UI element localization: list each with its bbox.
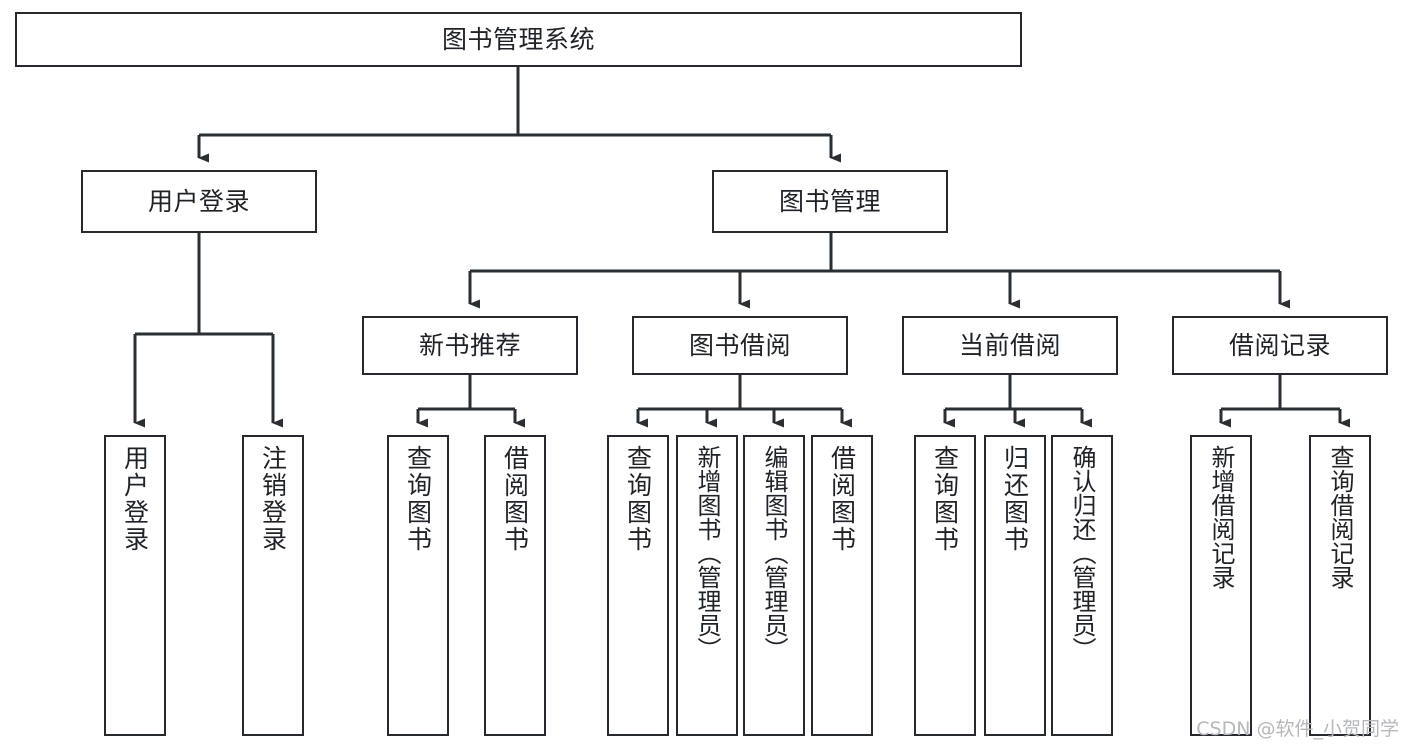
node-current-borrow[interactable]: 当前借阅 (902, 316, 1118, 375)
node-label: 图书管理 (778, 187, 881, 216)
node-book-management[interactable]: 图书管理 (712, 170, 948, 233)
leaf-query-borrow-record[interactable]: 查询借阅记录 (1309, 435, 1371, 736)
node-label: 借阅记录 (1228, 331, 1331, 360)
node-root-system[interactable]: 图书管理系统 (15, 12, 1022, 67)
node-label: 新增图书（管理员） (693, 445, 721, 661)
leaf-borrow-book[interactable]: 借阅图书 (811, 435, 873, 736)
node-label: 新增借阅记录 (1207, 445, 1235, 589)
node-label: 查询图书 (623, 445, 653, 553)
leaf-add-book-admin[interactable]: 新增图书（管理员） (676, 435, 738, 736)
node-label: 查询图书 (403, 445, 433, 553)
node-borrow-records[interactable]: 借阅记录 (1172, 316, 1388, 375)
leaf-edit-book-admin[interactable]: 编辑图书（管理员） (743, 435, 805, 736)
node-label: 图书管理系统 (441, 25, 595, 54)
leaf-user-login[interactable]: 用户登录 (104, 435, 166, 736)
node-label: 注销登录 (258, 445, 288, 553)
node-label: 编辑图书（管理员） (760, 445, 788, 661)
node-new-book-recommend[interactable]: 新书推荐 (362, 316, 578, 375)
node-label: 归还图书 (1000, 445, 1030, 553)
leaf-confirm-return-admin[interactable]: 确认归还（管理员） (1051, 435, 1113, 736)
node-label: 图书借阅 (688, 331, 791, 360)
leaf-borrow-book-newbook[interactable]: 借阅图书 (484, 435, 546, 736)
node-label: 借阅图书 (827, 445, 857, 553)
node-label: 确认归还（管理员） (1068, 445, 1096, 661)
leaf-add-borrow-record[interactable]: 新增借阅记录 (1190, 435, 1252, 736)
node-label: 用户登录 (147, 187, 250, 216)
node-user-login[interactable]: 用户登录 (81, 170, 317, 233)
node-book-borrow[interactable]: 图书借阅 (632, 316, 848, 375)
leaf-return-book[interactable]: 归还图书 (984, 435, 1046, 736)
node-label: 查询图书 (930, 445, 960, 553)
node-label: 当前借阅 (958, 331, 1061, 360)
node-label: 新书推荐 (418, 331, 521, 360)
leaf-query-book-newbook[interactable]: 查询图书 (387, 435, 449, 736)
leaf-query-book-borrow[interactable]: 查询图书 (607, 435, 669, 736)
leaf-query-book-current[interactable]: 查询图书 (914, 435, 976, 736)
csdn-watermark: CSDN @软件_小贺同学 (1196, 718, 1399, 740)
node-label: 查询借阅记录 (1326, 445, 1354, 589)
leaf-logout[interactable]: 注销登录 (242, 435, 304, 736)
node-label: 用户登录 (120, 445, 150, 553)
node-label: 借阅图书 (500, 445, 530, 553)
